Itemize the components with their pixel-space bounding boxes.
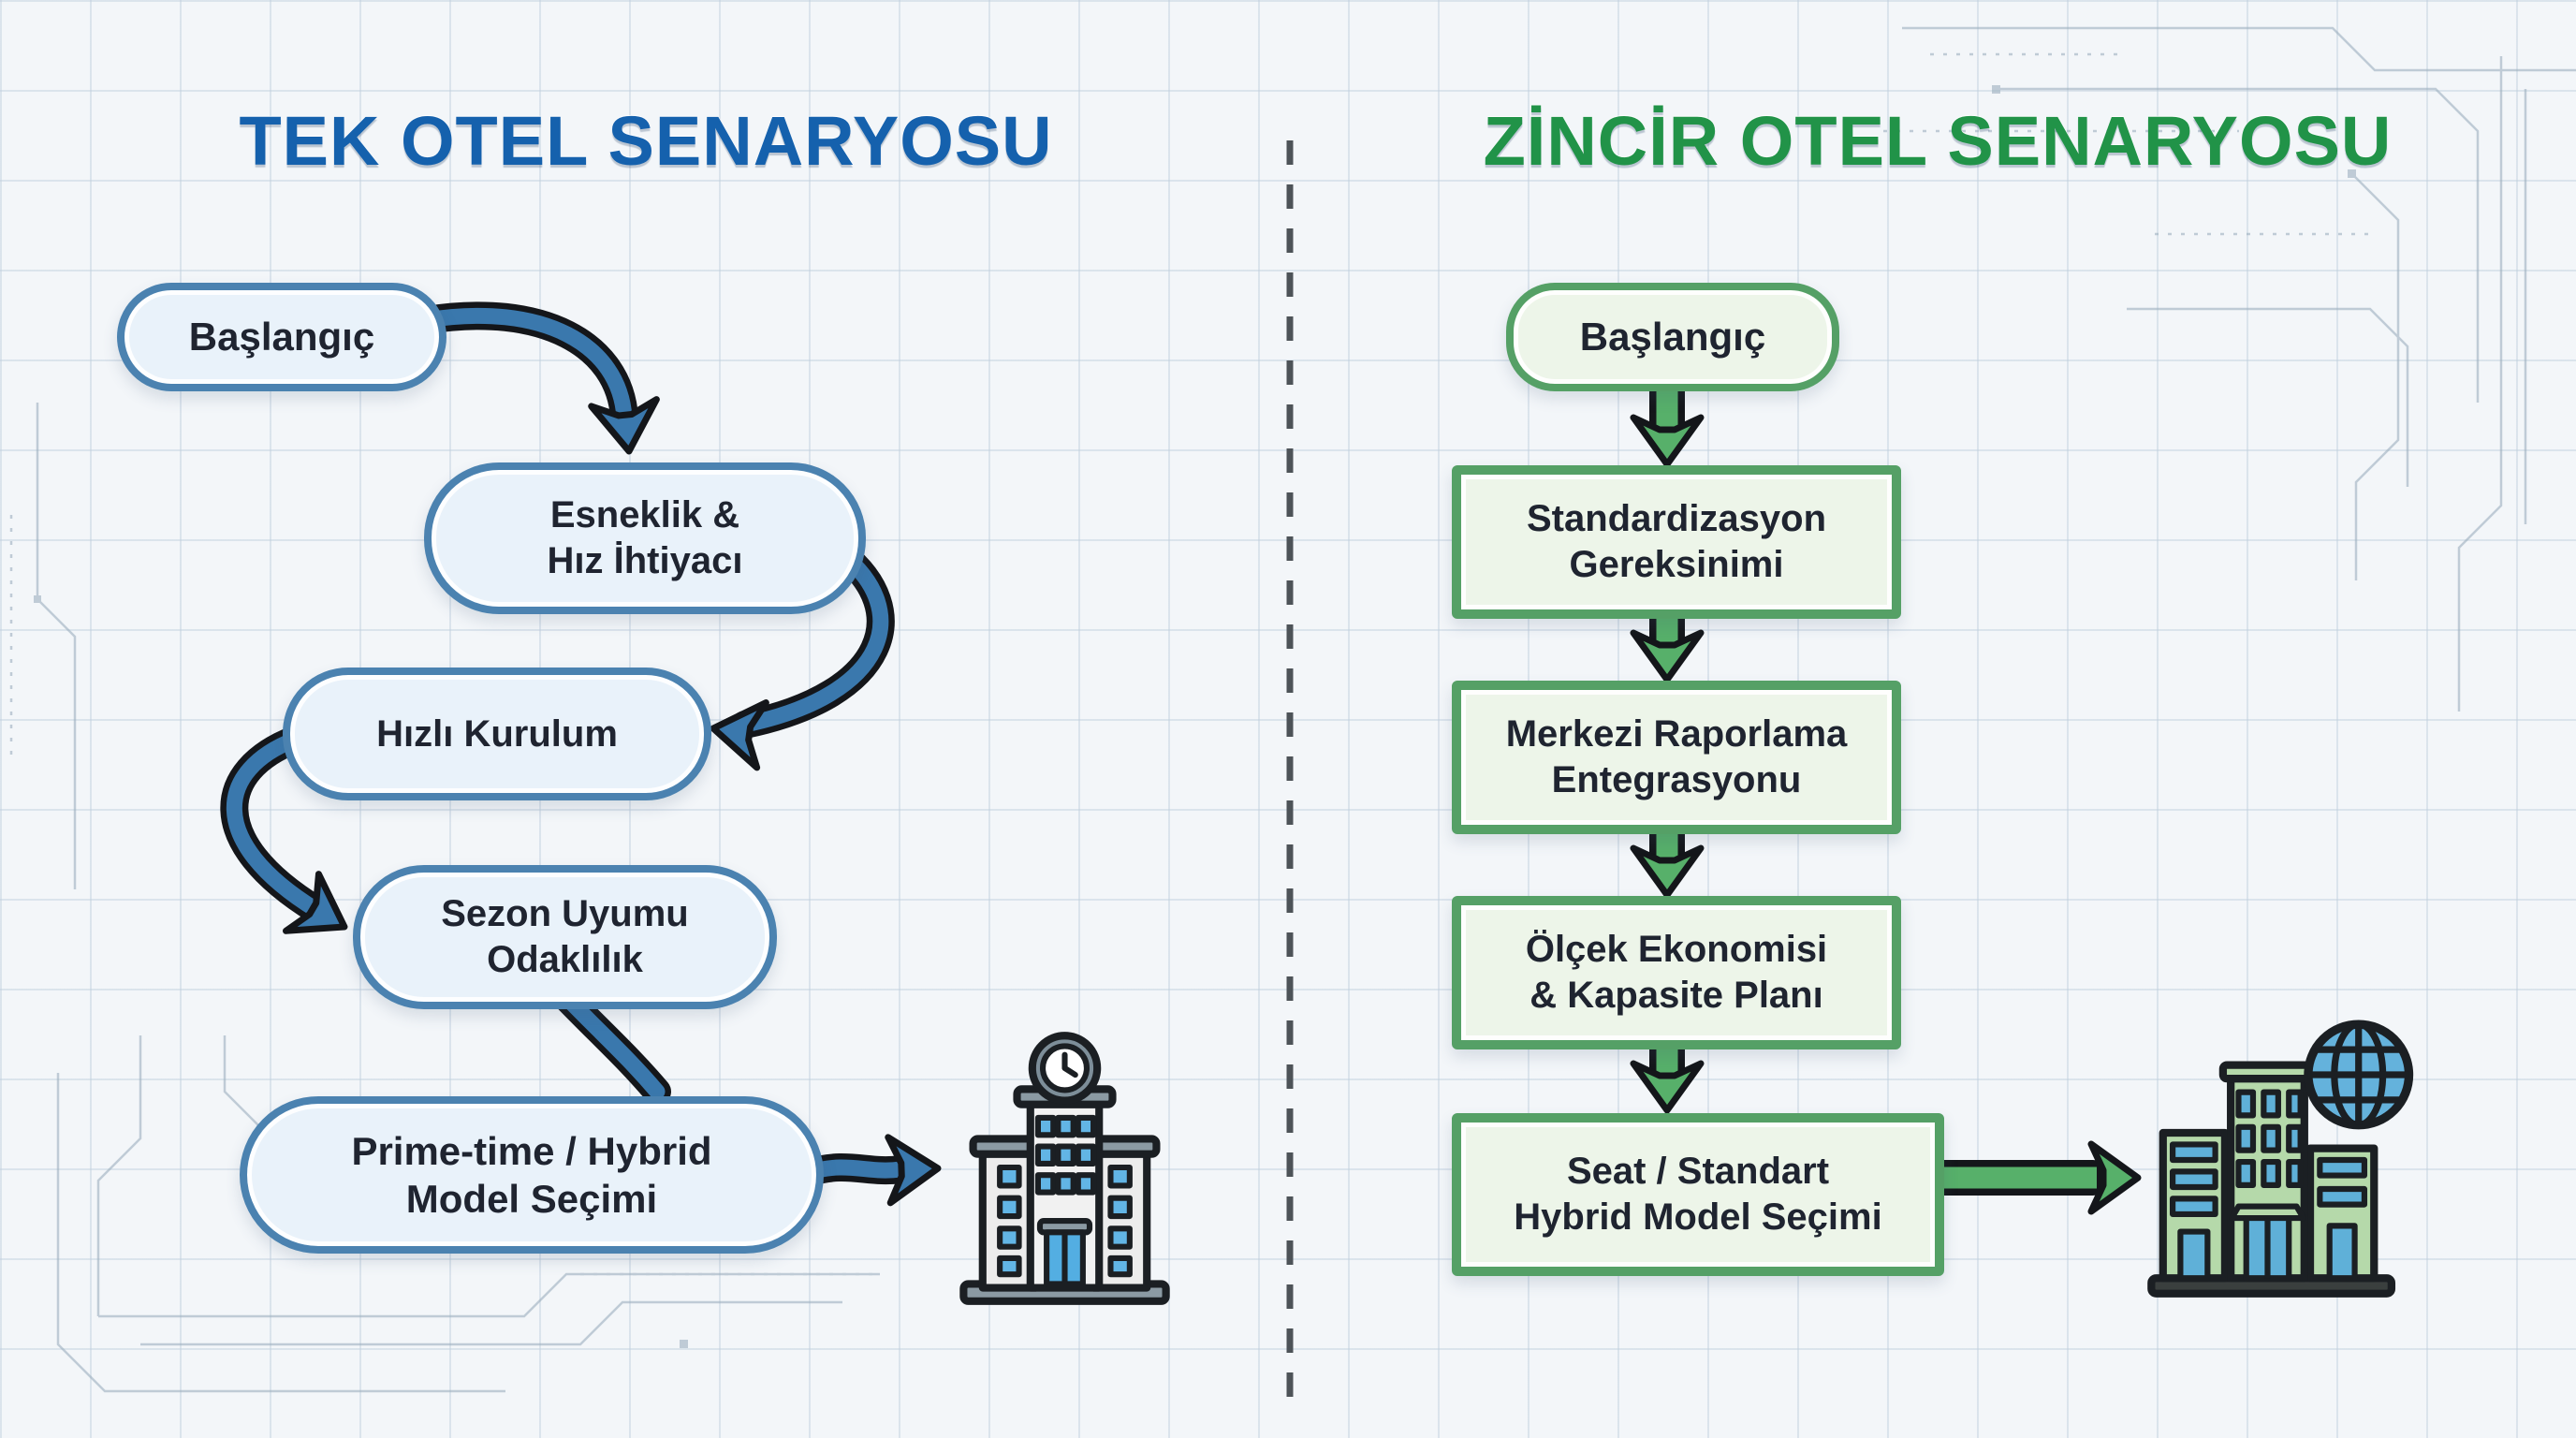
node-label: Merkezi Raporlama Entegrasyonu (1505, 713, 1848, 800)
node-right-baslangic: Başlangıç (1506, 283, 1839, 391)
node-label: Hızlı Kurulum (376, 712, 618, 755)
arrow-prime-to-hotel (797, 1134, 942, 1207)
node-label: Seat / Standart Hybrid Model Seçimi (1514, 1151, 1882, 1238)
arrow-hizli-to-sezon (220, 726, 348, 934)
node-right-olcek-ekonomisi: Ölçek Ekonomisi & Kapasite Planı (1452, 896, 1901, 1049)
node-label: Başlangıç (1579, 315, 1766, 360)
node-left-sezon-uyumu: Sezon Uyumu Odaklılık (353, 865, 777, 1009)
hotel-chain-globe-icon (2142, 1014, 2422, 1311)
node-right-seat-standart: Seat / Standart Hybrid Model Seçimi (1452, 1113, 1944, 1276)
node-label: Sezon Uyumu Odaklılık (441, 893, 689, 980)
arrow-esneklik-to-hizli (710, 540, 895, 771)
arrow-seat-to-chain-hotel (1912, 1140, 2142, 1215)
node-left-baslangic: Başlangıç (117, 283, 446, 391)
right-title: ZİNCİR OTEL SENARYOSU (1483, 102, 2393, 180)
node-label: Ölçek Ekonomisi & Kapasite Planı (1525, 929, 1828, 1016)
left-title: TEK OTEL SENARYOSU (239, 102, 1053, 180)
node-label: Esneklik & Hız İhtiyacı (547, 494, 743, 581)
arrow-start-to-esneklik (412, 301, 660, 455)
node-right-merkezi-raporlama: Merkezi Raporlama Entegrasyonu (1452, 681, 1901, 834)
node-label: Başlangıç (188, 315, 375, 360)
single-hotel-clock-icon (950, 1024, 1179, 1315)
node-left-prime-time: Prime-time / Hybrid Model Seçimi (240, 1096, 824, 1254)
node-right-standardizasyon: Standardizasyon Gereksinimi (1452, 465, 1901, 619)
node-left-hizli-kurulum: Hızlı Kurulum (283, 668, 711, 800)
node-label: Standardizasyon Gereksinimi (1526, 498, 1827, 585)
node-label: Prime-time / Hybrid Model Seçimi (351, 1128, 712, 1221)
node-left-esneklik: Esneklik & Hız İhtiyacı (424, 462, 866, 614)
